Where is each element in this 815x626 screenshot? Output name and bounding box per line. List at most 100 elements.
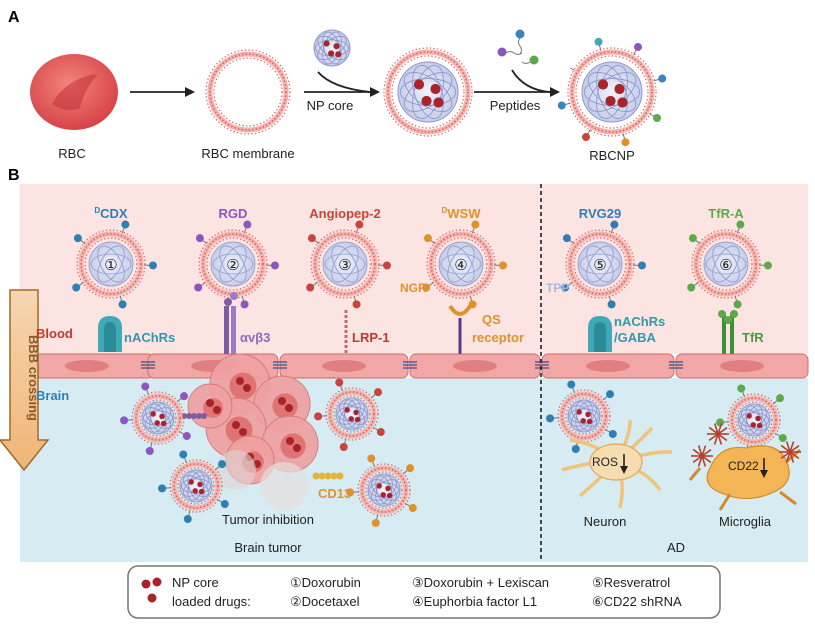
nachrs-gaba-label-2: /GABA: [614, 330, 657, 345]
rbc-membrane-label: RBC membrane: [201, 146, 294, 161]
blood-np-number-1: ①: [104, 257, 117, 274]
neuron-label: Neuron: [584, 514, 627, 529]
tumor-cell: [187, 383, 233, 429]
ngr-label: NGR: [400, 281, 427, 295]
legend-box: [127, 565, 721, 619]
dying-tumor-cell: [216, 450, 256, 490]
amyloid-plaque: [778, 441, 801, 463]
rbc-membrane-vesicle: [205, 49, 291, 135]
legend-drug-5: ⑤Resveratrol: [592, 575, 670, 590]
cd22-label: CD22: [728, 459, 759, 473]
microglia-label: Microglia: [719, 514, 772, 529]
np-core-label: NP core: [307, 98, 354, 113]
endothelial-cell: [409, 353, 541, 379]
lrp1-label: LRP-1: [352, 330, 390, 345]
brain-np: [346, 454, 417, 527]
legend-drug-1: ①Doxorubin: [290, 575, 361, 590]
brain-np: [158, 450, 229, 523]
legend-drug-icon: [141, 577, 162, 603]
qs-label-2: receptor: [472, 330, 524, 345]
blood-np-6: ⑥: [687, 220, 772, 309]
tight-junction: [669, 361, 683, 369]
panel-b-letter: B: [8, 167, 20, 184]
tfr-label: TfR: [742, 330, 764, 345]
blood-np-3: ③: [306, 220, 391, 309]
nachrs-gaba-receptor: [588, 316, 612, 352]
blood-np-number-5: ⑤: [593, 257, 606, 274]
tumor-cell: [261, 415, 319, 473]
ros-down-arrow: [620, 454, 628, 474]
endothelial-layer: [19, 353, 809, 379]
ad-label: AD: [667, 540, 685, 555]
blood-np-4: ④: [422, 220, 507, 309]
panel-a-letter: A: [8, 9, 20, 26]
brain-tumor-label: Brain tumor: [234, 540, 302, 555]
legend-drug-2: ②Docetaxel: [290, 594, 360, 609]
peptide-name-3: Angiopep-2: [309, 206, 381, 221]
bbb-crossing-arrow: [0, 289, 50, 472]
tight-junction: [535, 361, 549, 369]
blood-np-5: ⑤: [561, 220, 646, 309]
legend-loaded-drugs: loaded drugs:: [172, 594, 251, 609]
peptides-label: Peptides: [490, 98, 541, 113]
nachrs-gaba-label-1: nAChRs: [614, 314, 665, 329]
neuron-cell: [561, 419, 673, 509]
brain-np: [546, 380, 617, 453]
blood-np-number-6: ⑥: [719, 257, 732, 274]
tumor-inhibition-label: Tumor inhibition: [222, 512, 314, 527]
arrow-peptides: [474, 69, 560, 97]
peptide-name-4: DWSW: [442, 206, 482, 221]
blood-np-1: ①: [72, 220, 157, 309]
membrane-coated-nanoparticle: [383, 47, 473, 137]
brain-np: [120, 382, 191, 455]
cd22-down-arrow: [760, 458, 768, 478]
peptide-name-5: RVG29: [579, 206, 621, 221]
legend-drug-3: ③Doxorubin + Lexiscan: [412, 575, 549, 590]
avb3-label: αvβ3: [240, 330, 270, 345]
blood-label: Blood: [36, 326, 73, 341]
nachrs-label: nAChRs: [124, 330, 175, 345]
cd13-label: CD13: [318, 486, 351, 501]
rbc-cell: [30, 54, 118, 130]
legend-drug-4: ④Euphorbia factor L1: [412, 594, 537, 609]
nachrs-receptor: [98, 316, 122, 352]
bbb-crossing-label: BBB crossing: [26, 335, 41, 421]
tight-junction: [403, 361, 417, 369]
rbc-label: RBC: [58, 146, 85, 161]
rbcnp-particle: [557, 37, 667, 147]
tfr-receptor: [718, 310, 738, 354]
amyloid-plaque: [690, 445, 713, 467]
rbcnp-label: RBCNP: [589, 148, 635, 163]
tpp-label: TPP: [546, 281, 569, 295]
arrow-np-core: [304, 71, 380, 97]
tight-junction: [141, 361, 155, 369]
blood-np-number-4: ④: [454, 257, 467, 274]
qs-receptor: [448, 304, 472, 354]
cd13-receptor: [312, 472, 344, 480]
avb3-receptor: [224, 292, 238, 354]
brain-label: Brain: [36, 388, 69, 403]
dying-tumor-cell: [260, 462, 308, 510]
endothelial-cell: [541, 353, 675, 379]
microglia-cell: [688, 423, 801, 511]
endothelial-cell: [675, 353, 809, 379]
peptide-ligands: [497, 29, 539, 65]
legend-drug-6: ⑥CD22 shRNA: [592, 594, 682, 609]
endothelial-cell: [279, 353, 409, 379]
blood-np-number-3: ③: [338, 257, 351, 274]
brain-np: [314, 378, 385, 451]
arrow-rbc-to-membrane: [130, 87, 195, 97]
peptide-name-2: RGD: [219, 206, 248, 221]
peptide-name-6: TfR-A: [708, 206, 744, 221]
blood-np-number-2: ②: [226, 257, 239, 274]
blood-nanoparticles: ① ② ③ ④ ⑤ ⑥: [72, 220, 772, 309]
brain-nanoparticles: [120, 378, 787, 527]
np-core-particle: [313, 29, 351, 67]
tumor-avb3-binding: [181, 413, 207, 419]
ros-label: ROS: [592, 455, 618, 469]
amyloid-plaque: [706, 423, 729, 445]
blood-np-2: ②: [194, 220, 279, 309]
qs-label-1: QS: [482, 312, 501, 327]
